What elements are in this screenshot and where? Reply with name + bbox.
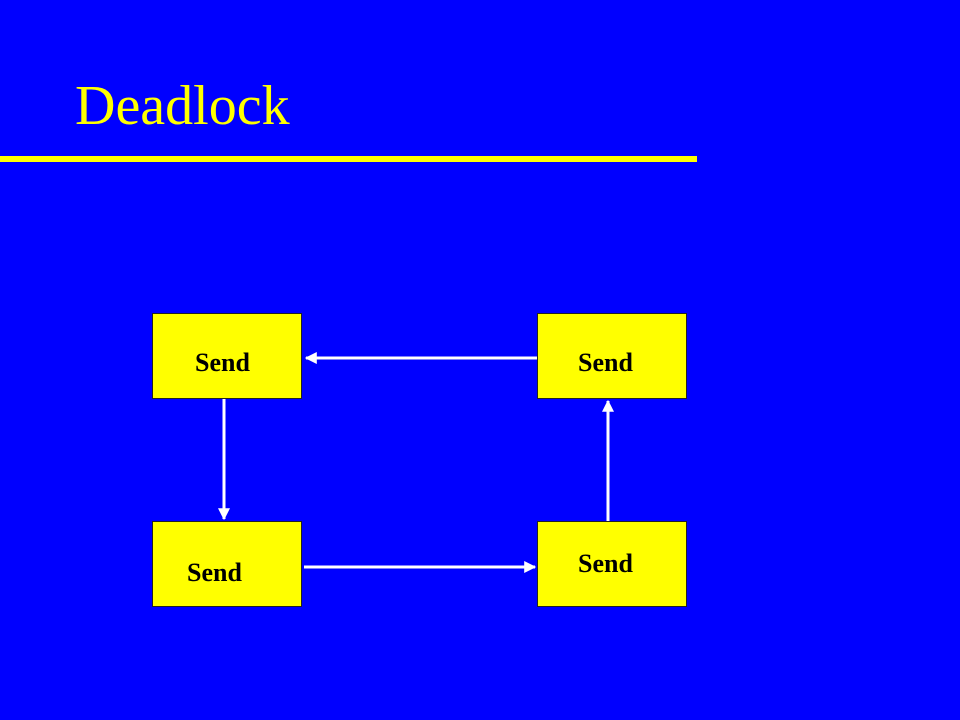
node-label: Send — [195, 348, 250, 377]
node-label: Send — [578, 348, 633, 377]
slide-title: Deadlock — [75, 75, 290, 137]
send-node-top-left: Send — [152, 313, 302, 399]
send-node-bottom-right: Send — [537, 521, 687, 607]
send-node-bottom-left: Send — [152, 521, 302, 607]
node-label: Send — [578, 549, 633, 578]
send-node-top-right: Send — [537, 313, 687, 399]
node-label: Send — [187, 558, 242, 587]
title-underline — [0, 156, 697, 162]
